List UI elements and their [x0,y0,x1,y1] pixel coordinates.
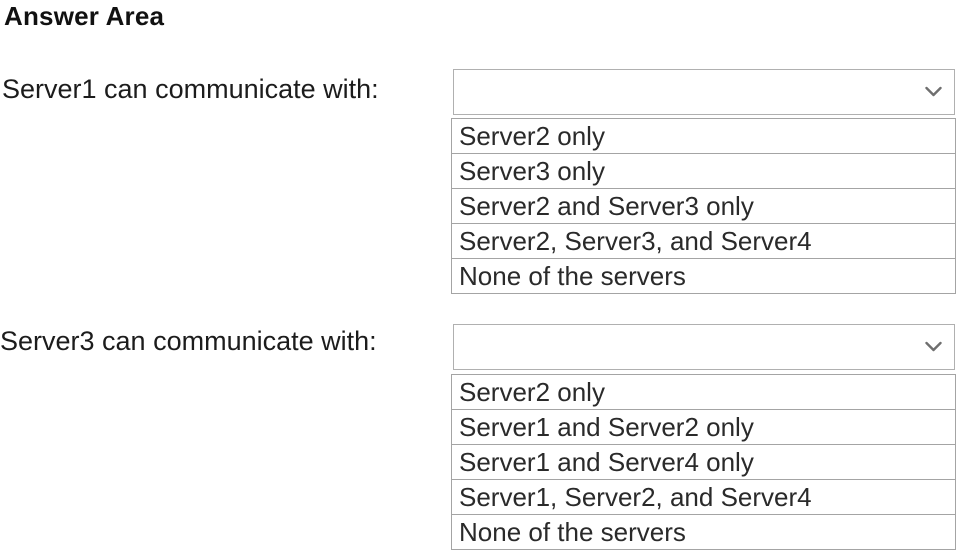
dropdown-option[interactable]: Server3 only [451,153,956,189]
question-2-label: Server3 can communicate with: [0,326,377,356]
dropdown-option[interactable]: Server1, Server2, and Server4 [451,479,956,515]
dropdown-option[interactable]: Server2 and Server3 only [451,188,956,224]
dropdown-option[interactable]: Server2 only [451,118,956,154]
dropdown-option[interactable]: Server2 only [451,374,956,410]
question-1-label: Server1 can communicate with: [2,74,379,104]
dropdown-option[interactable]: Server1 and Server2 only [451,409,956,445]
dropdown-option[interactable]: Server2, Server3, and Server4 [451,223,956,259]
chevron-down-icon [925,86,942,97]
dropdown-option[interactable]: Server1 and Server4 only [451,444,956,480]
dropdown-option[interactable]: None of the servers [451,514,956,550]
server1-dropdown[interactable] [453,69,955,115]
answer-area-title: Answer Area [4,1,165,31]
chevron-down-icon [925,341,942,352]
server3-dropdown[interactable] [453,324,955,370]
dropdown-option[interactable]: None of the servers [451,258,956,294]
